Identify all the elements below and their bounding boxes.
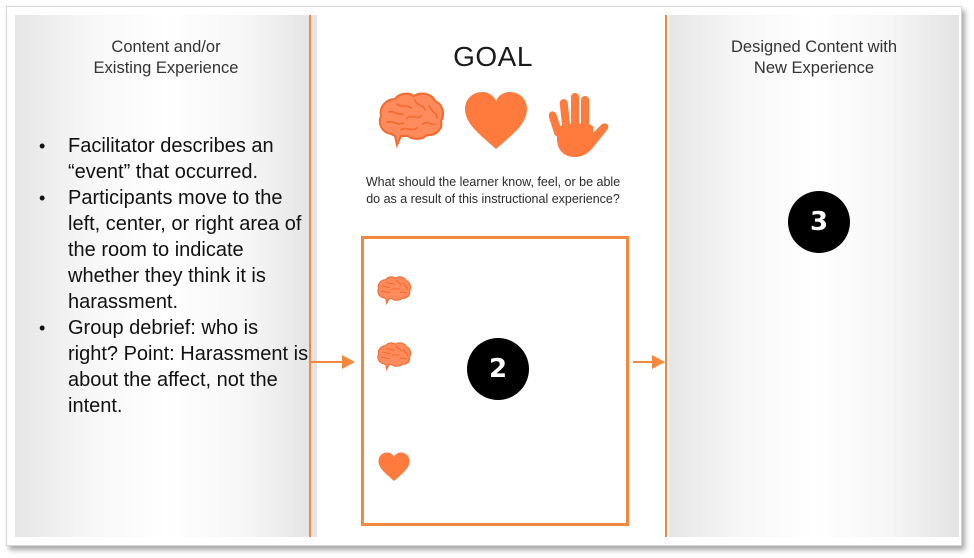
new-experience-panel: Designed Content with New Experience 3 <box>669 15 959 537</box>
hand-icon <box>549 93 609 157</box>
arrow-out-goal-line <box>633 361 653 363</box>
heart-icon <box>465 92 527 149</box>
bullet-item: Group debrief: who is right? Point: Hara… <box>39 315 309 419</box>
arrow-right-icon <box>652 355 665 369</box>
left-divider-line <box>309 15 311 537</box>
step-2-badge: 2 <box>467 338 529 400</box>
existing-experience-title: Content and/or Existing Experience <box>15 37 317 79</box>
brain-icon <box>378 92 444 148</box>
goal-panel: GOAL What should the learner know, feel,… <box>317 15 669 537</box>
bullet-item: Participants move to the left, center, o… <box>39 185 309 315</box>
goal-title: GOAL <box>453 41 533 72</box>
title-line: Existing Experience <box>93 59 239 77</box>
goal-question: What should the learner know, feel, or b… <box>317 174 669 208</box>
new-experience-title: Designed Content with New Experience <box>669 37 959 79</box>
activity-bullet-list: Facilitator describes an “event” that oc… <box>39 133 309 419</box>
arrow-into-goal-line <box>311 361 345 363</box>
bullet-item: Facilitator describes an “event” that oc… <box>39 133 309 185</box>
goal-box: 2 <box>361 236 629 526</box>
diagram-slide: Content and/or Existing Experience Facil… <box>6 6 962 546</box>
title-line: Designed Content with <box>730 38 897 56</box>
brain-icon <box>377 276 412 305</box>
existing-experience-panel: Content and/or Existing Experience Facil… <box>15 15 317 537</box>
heart-icon <box>378 452 410 481</box>
title-line: New Experience <box>753 59 875 77</box>
question-line: do as a result of this instructional exp… <box>366 192 620 206</box>
step-3-badge: 3 <box>788 191 850 253</box>
arrow-right-icon <box>342 355 355 369</box>
title-line: Content and/or <box>111 38 221 56</box>
question-line: What should the learner know, feel, or b… <box>365 175 621 189</box>
right-divider-line <box>665 15 667 537</box>
brain-icon <box>377 342 412 371</box>
